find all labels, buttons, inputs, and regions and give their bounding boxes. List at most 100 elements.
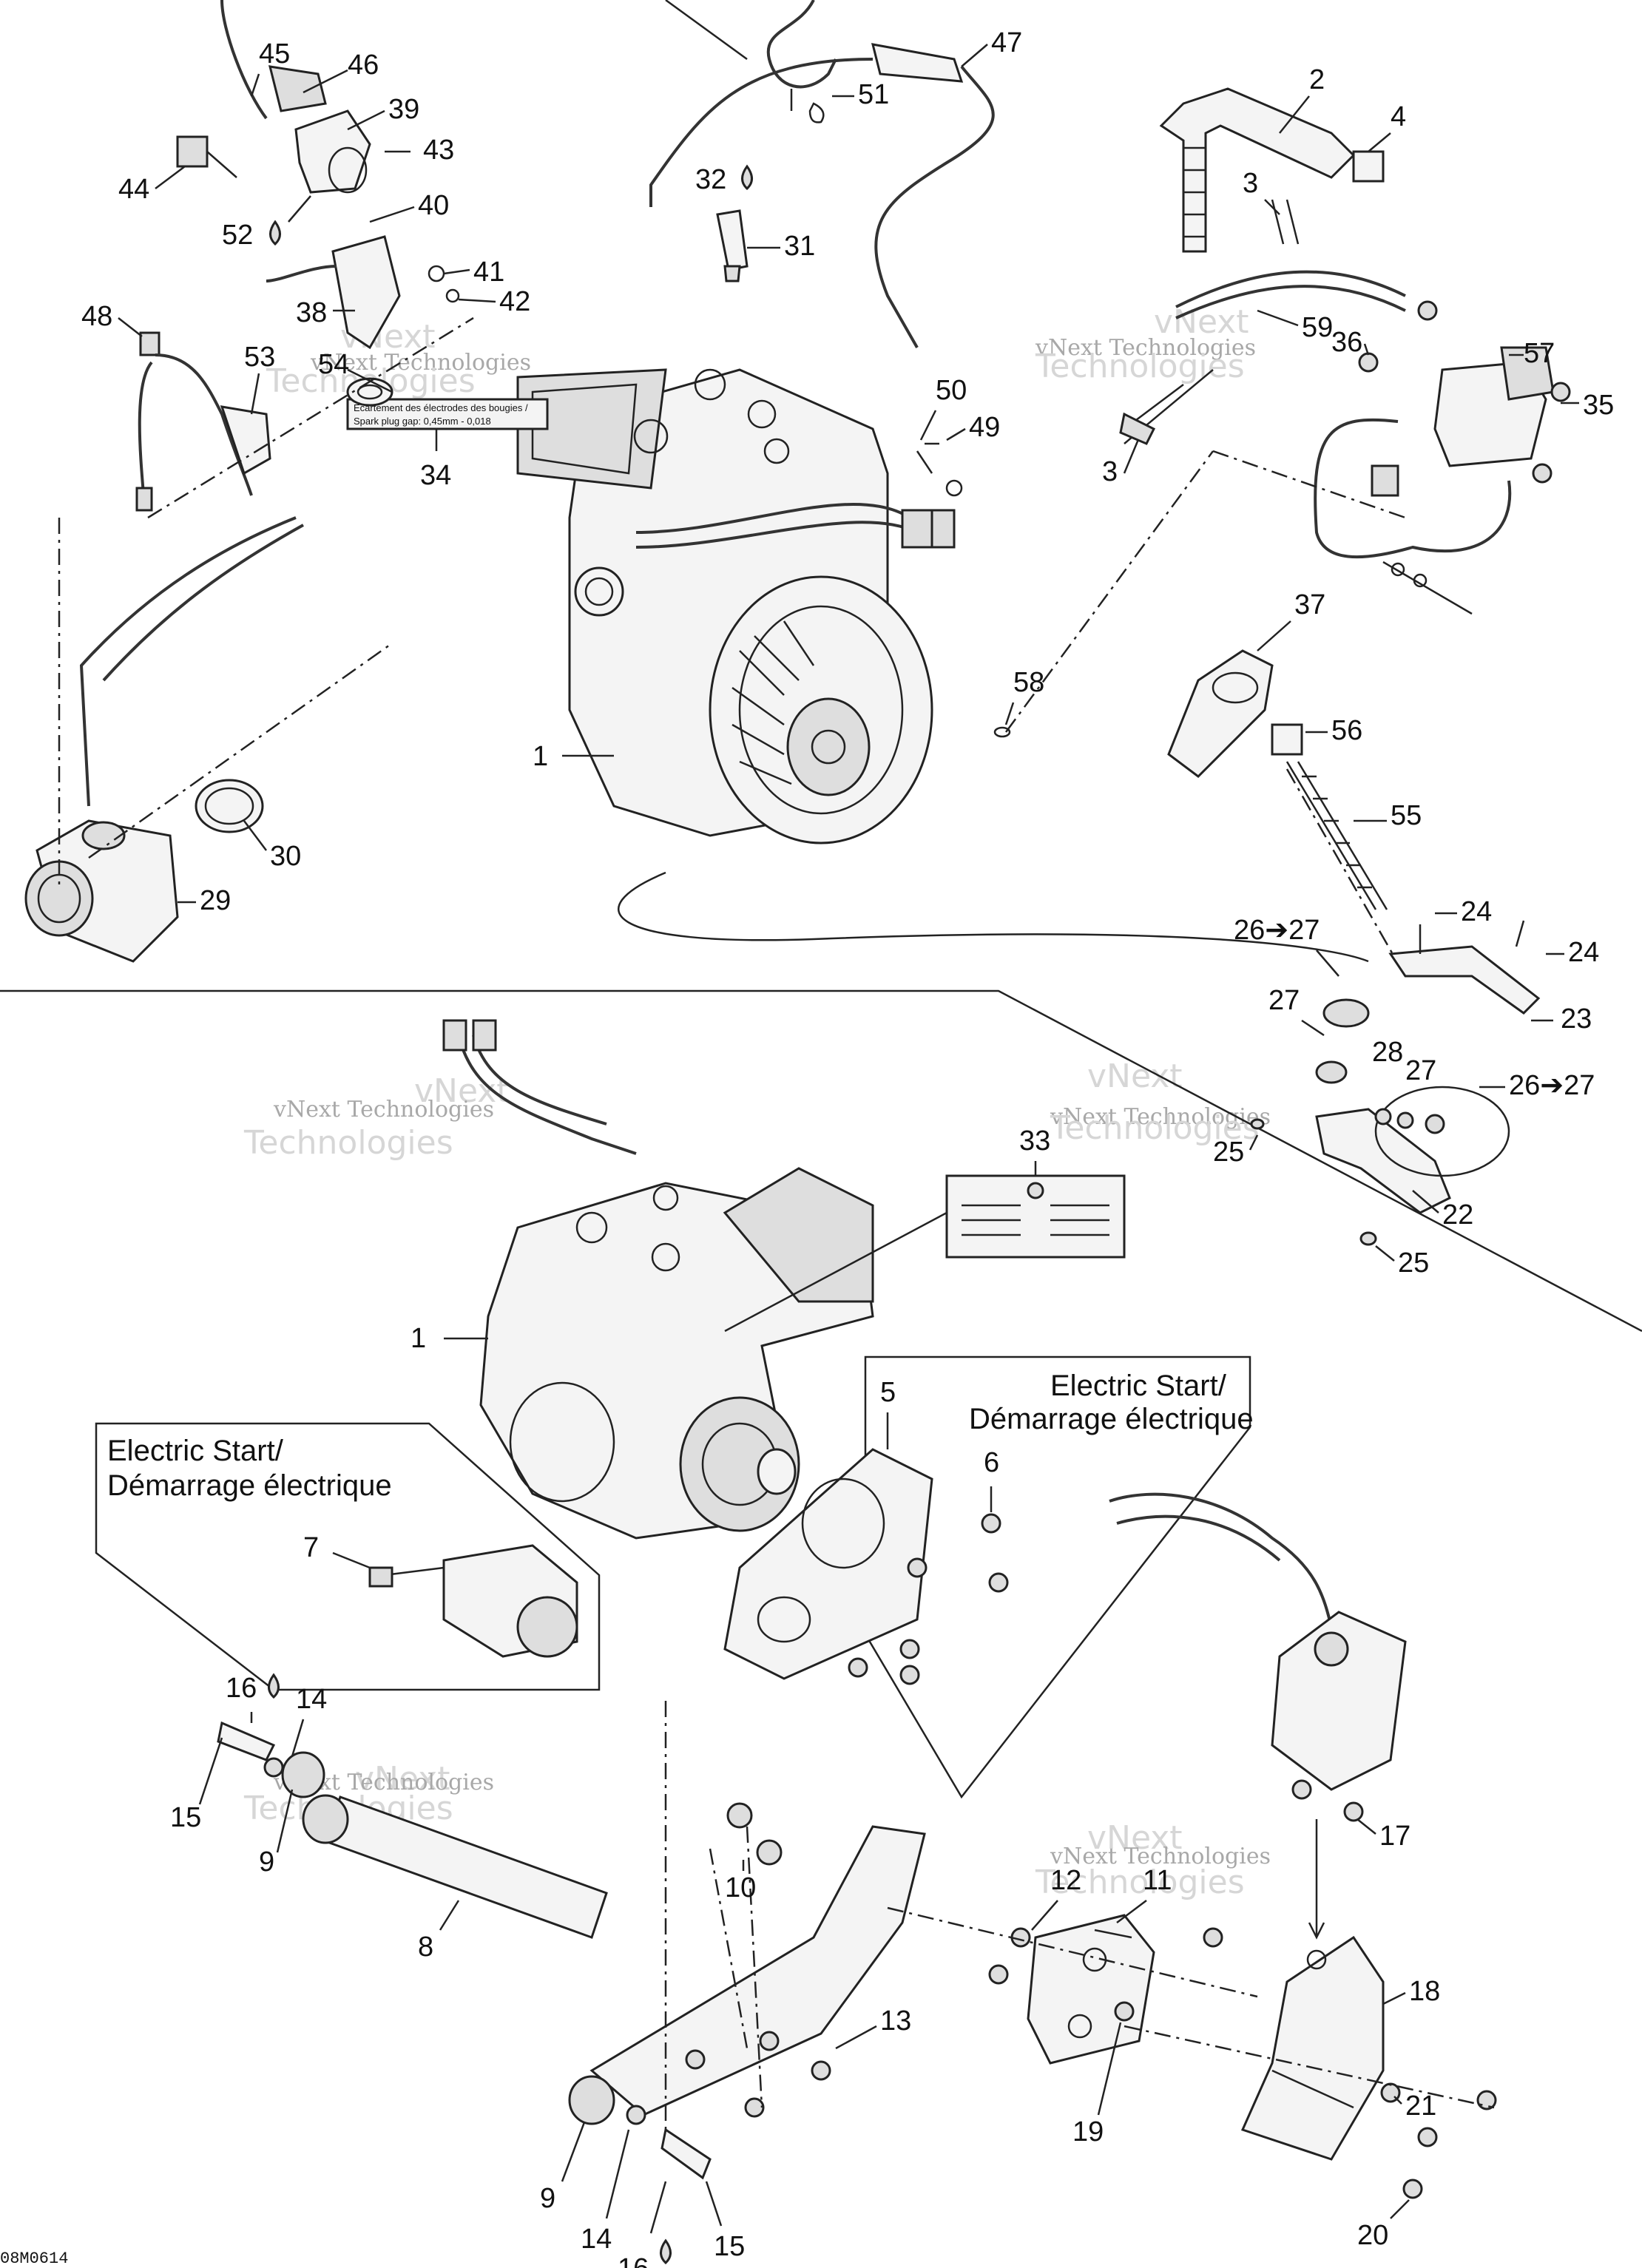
callout-c25a: 25 (1213, 1137, 1244, 1168)
callout-c18: 18 (1409, 1976, 1440, 2007)
callout-c35: 35 (1583, 390, 1614, 421)
callout-c26b: 26➔27 (1509, 1070, 1595, 1101)
callout-c5: 5 (880, 1377, 896, 1408)
engine-mount-group (217, 1701, 926, 2180)
callout-c17: 17 (1379, 1821, 1410, 1852)
callout-1-top: 1 (533, 741, 614, 772)
callout-c46: 46 (348, 50, 379, 81)
callout-c25b: 25 (1398, 1248, 1429, 1279)
watermark-group: vNext vNext Technologies Technologies vN… (243, 303, 1271, 1901)
callout-c9a: 9 (259, 1846, 274, 1878)
callout-c59: 59 (1302, 312, 1333, 343)
watermark-3c: Technologies (243, 1124, 453, 1162)
carb-bracket-group (1114, 1927, 1497, 2199)
assembly-line (1212, 450, 1406, 519)
watermark-6: vNext (1087, 1819, 1183, 1857)
callout-c41: 41 (473, 257, 504, 288)
callout-c58: 58 (1013, 667, 1044, 698)
callout-left_title_line2: Démarrage électrique (107, 1469, 392, 1502)
section-divider (0, 989, 1642, 1333)
callout-c9b: 9 (540, 2183, 555, 2214)
callout-c26a: 26➔27 (1234, 915, 1320, 946)
electric-start-box-left: Electric Start/ Démarrage électrique (95, 1422, 601, 1691)
callout-c14b: 14 (581, 2224, 612, 2255)
callout-c16a: 16 (226, 1673, 257, 1704)
callout-c36: 36 (1331, 327, 1362, 358)
callout-c33: 33 (1019, 1125, 1050, 1157)
watermark-1b: vNext Technologies (310, 350, 531, 376)
callout-c15a: 15 (170, 1802, 201, 1833)
air-silencer-group (176, 0, 460, 350)
ignition-cables-group (649, 0, 995, 497)
callout-right_title_line2: Démarrage électrique (969, 1403, 1254, 1435)
callout-c38: 38 (296, 297, 327, 328)
callout-c15b: 15 (714, 2231, 745, 2262)
callout-c2: 2 (1309, 64, 1325, 95)
callout-c30: 30 (270, 841, 301, 872)
callout-c47: 47 (991, 27, 1022, 58)
callout-c4: 4 (1391, 101, 1406, 132)
drop-icon (269, 220, 281, 246)
callout-c29: 29 (200, 885, 231, 916)
drop-icon (741, 164, 753, 191)
callout-c27a: 27 (1268, 985, 1300, 1016)
carburetor-top-group (24, 331, 393, 963)
assembly-line (1004, 450, 1214, 733)
callout-c7: 7 (303, 1532, 319, 1563)
engine-top (516, 368, 956, 844)
callout-c24a: 24 (1461, 896, 1492, 927)
bracket-group-right (1250, 920, 1541, 1246)
figure-reference-code: 08M0614 (0, 2250, 68, 2268)
callout-c53: 53 (244, 342, 275, 373)
top-edge-line (665, 0, 748, 61)
callout-c6: 6 (984, 1447, 999, 1478)
callout-line1: Ecartement des électrodes des bougies / (354, 402, 528, 413)
callout-c40: 40 (418, 190, 449, 221)
callout-c24b: 24 (1568, 937, 1599, 968)
callout-c12: 12 (1050, 1865, 1081, 1896)
assembly-line (1285, 768, 1407, 977)
callout-c19: 19 (1072, 2116, 1104, 2147)
mounting-plate-group (887, 1906, 1258, 2065)
callout-c20: 20 (1357, 2220, 1388, 2251)
carburetor-bottom-group (1109, 1492, 1407, 1940)
watermark-6b: vNext Technologies (1050, 1844, 1271, 1869)
hose-group (1124, 87, 1406, 444)
callout-c8: 8 (418, 1932, 433, 1963)
rope-line (618, 871, 1369, 963)
callout-c39: 39 (388, 94, 419, 125)
callout-c50: 50 (936, 375, 967, 406)
callout-c56: 56 (1331, 715, 1362, 746)
electric-start-box-right: Electric Start/ Démarrage électrique (723, 1355, 1254, 1799)
callout-c54: 54 (318, 349, 349, 380)
callout-c22: 22 (1442, 1199, 1473, 1231)
callout-c44: 44 (118, 174, 149, 205)
callout-c16b: 16 (618, 2253, 649, 2268)
callout-c27b: 27 (1405, 1055, 1436, 1086)
decal-33: 33 (724, 1125, 1126, 1333)
callout-c34: 34 (420, 460, 451, 491)
watermark-5: vNext (355, 1760, 450, 1798)
callout-c28: 28 (1372, 1037, 1403, 1068)
callout-c3a: 3 (1243, 168, 1258, 199)
callout-c49: 49 (969, 412, 1000, 443)
callout-c23: 23 (1561, 1003, 1592, 1035)
callout-c14a: 14 (296, 1684, 327, 1715)
callout-c42: 42 (499, 286, 530, 317)
callout-line2: Spark plug gap: 0,45mm - 0,018 (354, 416, 491, 427)
callout-c31: 31 (784, 231, 815, 262)
callout-c45: 45 (259, 38, 290, 70)
callout-c52: 52 (222, 220, 253, 251)
assembly-line (147, 316, 474, 519)
callout-c48: 48 (81, 301, 112, 332)
callout-c51: 51 (858, 79, 889, 110)
callout-c37: 37 (1294, 589, 1325, 620)
drop-icon (660, 2238, 672, 2265)
callout-c3b: 3 (1102, 456, 1118, 487)
callout-c32: 32 (695, 164, 726, 195)
watermark-3b: vNext Technologies (273, 1097, 494, 1123)
callout-c55: 55 (1391, 800, 1422, 831)
callout-c10: 10 (725, 1872, 756, 1903)
drop-icon (268, 1673, 280, 1699)
